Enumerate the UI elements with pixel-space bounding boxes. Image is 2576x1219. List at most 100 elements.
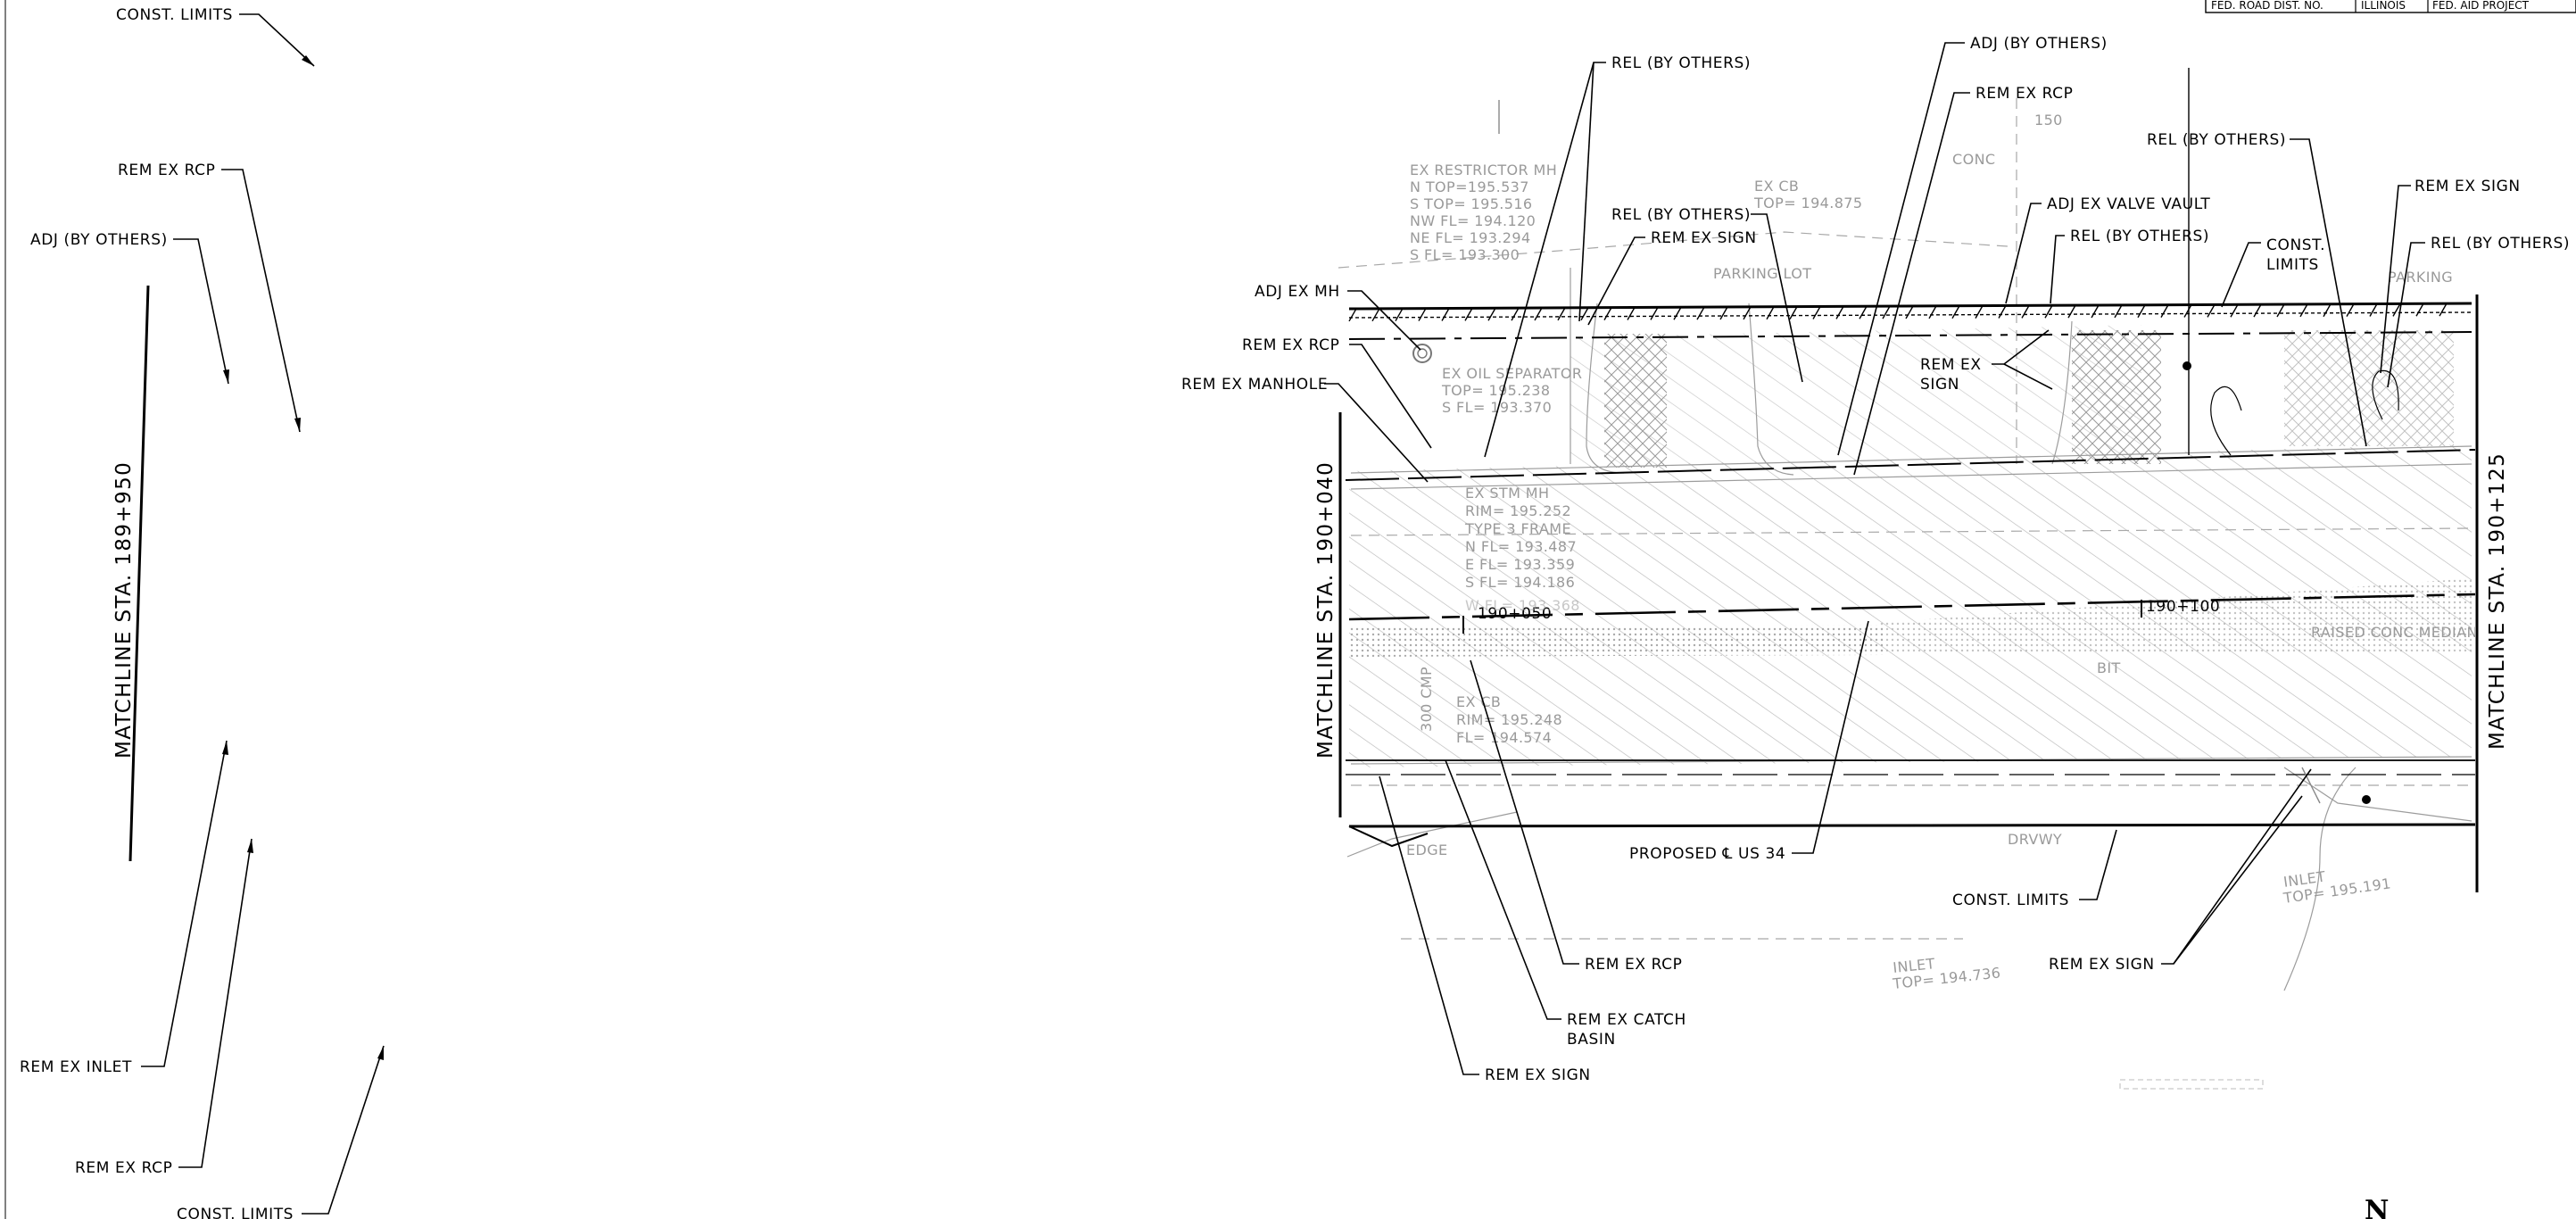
callout-rem-ex-manhole: REM EX MANHOLE [1181, 376, 1328, 394]
const-limits-north [1348, 302, 2472, 311]
curb-return-south [2283, 767, 2357, 991]
const-limit-tick [1603, 307, 1612, 320]
matchline-label-end: MATCHLINE STA. 190+125 [2486, 452, 2509, 750]
callout-const-limits-line2: LIMITS [2266, 256, 2319, 274]
leader-const-limits-bottom [2079, 829, 2117, 900]
const-limit-tick [1859, 305, 1868, 319]
svg-text:EX OIL SEPARATOR: EX OIL SEPARATOR [1442, 365, 1582, 382]
driveway-return-1 [1586, 303, 1625, 474]
const-limit-tick [1534, 307, 1543, 321]
note-ex-cb-bottom: EX CB RIM= 195.248 FL= 194.574 [1456, 693, 1562, 746]
svg-text:NW FL= 194.120: NW FL= 194.120 [1410, 212, 1536, 229]
note-parking-lot: PARKING LOT [1713, 265, 1811, 282]
existing-edge-north [1350, 445, 2472, 474]
station-190-100: 190+100 [2146, 598, 2220, 616]
svg-text:E FL= 193.359: E FL= 193.359 [1465, 556, 1575, 573]
const-limit-tick [1882, 305, 1891, 319]
plan-view: MATCHLINE STA. 190+040 MATCHLINE STA. 19… [1181, 35, 2570, 1219]
const-limits-south [1348, 823, 2476, 828]
leader-rem-ex-rcp-left-bottom [178, 838, 253, 1168]
arrowhead [294, 418, 301, 432]
const-limit-tick [2346, 303, 2355, 317]
note-ex-cb-top: EX CB TOP= 194.875 [1753, 178, 1862, 211]
median-band-right [1878, 578, 2472, 653]
existing-gas-line [1350, 527, 2472, 536]
arrowhead [302, 55, 314, 66]
leader-rem-ex-inlet [141, 740, 228, 1067]
callout-rem-ex-sign-stack-1: REM EX [1920, 356, 1982, 374]
const-limit-tick [2323, 303, 2332, 318]
centerline-us34 [1348, 593, 2476, 621]
note-inlet-right: INLET TOP= 195.191 [2282, 868, 2392, 908]
left-sheet-callouts: MATCHLINE STA. 189+950 CONST. LIMITS REM… [20, 6, 385, 1219]
title-block: FED. ROAD DIST. NO. ILLINOIS FED. AID PR… [2205, 0, 2576, 13]
driveway-return-3 [2051, 320, 2073, 465]
const-limit-tick [1580, 307, 1589, 321]
const-limit-tick [1441, 308, 1450, 321]
const-limit-tick [1464, 307, 1473, 321]
arrowhead [223, 369, 229, 384]
const-limit-tick [1835, 306, 1844, 319]
existing-marker-row [2119, 1079, 2264, 1090]
row-line-north [1348, 331, 2472, 340]
existing-manhole-inner [1417, 348, 1428, 359]
callout-rem-ex-rcp-bottom: REM EX RCP [1585, 956, 1683, 974]
const-limit-tick [2021, 305, 2030, 319]
arrowhead [222, 741, 228, 755]
title-block-state: ILLINOIS [2361, 0, 2406, 12]
leader-rel-1b [1578, 62, 1594, 322]
station-190-050: 190+050 [1478, 605, 1552, 623]
callout-rel-by-others-2: REL (BY OTHERS) [2147, 131, 2286, 149]
const-limit-tick [1951, 305, 1960, 319]
const-limits-south-sw [1348, 825, 1429, 848]
const-limit-tick [1905, 305, 1914, 319]
callout-const-limits-top-left: CONST. LIMITS [116, 6, 233, 24]
const-limit-tick [1511, 307, 1520, 321]
const-limit-tick [1395, 308, 1404, 322]
leader-adj-ex-mh [1347, 290, 1421, 351]
const-limit-tick [1743, 306, 1752, 320]
callout-const-limits-bottom: CONST. LIMITS [1952, 891, 2069, 909]
const-limit-tick [1766, 306, 1775, 320]
leader-rel-3 [2050, 235, 2065, 304]
curb-south-right [2283, 767, 2472, 822]
const-limit-tick [2415, 303, 2424, 317]
const-limit-tick [2299, 303, 2308, 318]
callout-rem-ex-sign-mid: REM EX SIGN [1651, 229, 1757, 247]
const-limits-north-dash [1348, 311, 2472, 319]
leader-rel-4 [2387, 242, 2425, 388]
svg-text:RIM= 195.248: RIM= 195.248 [1456, 711, 1562, 728]
existing-manhole-symbol [1412, 344, 1432, 363]
callout-rem-ex-sign-stack-2: SIGN [1920, 376, 1959, 394]
svg-text:TOP= 195.238: TOP= 195.238 [1441, 382, 1550, 399]
leader-rem-ex-sign-right [2380, 185, 2411, 374]
leader-rem-ex-rcp-top [1853, 92, 1970, 476]
const-limit-tick [2439, 303, 2448, 317]
const-limit-tick [2160, 304, 2169, 318]
callout-rem-ex-rcp-left: REM EX RCP [1242, 336, 1340, 354]
leader-rem-ex-sign-br-b [2173, 795, 2303, 965]
callout-rem-ex-rcp-left-bottom: REM EX RCP [75, 1159, 173, 1177]
median-band-left [1349, 625, 1883, 657]
leader-proposed-cl [1792, 620, 1869, 854]
note-oil-separator: EX OIL SEPARATOR TOP= 195.238 S FL= 193.… [1441, 365, 1582, 416]
const-limit-tick [2067, 304, 2076, 319]
const-limit-tick [1928, 305, 1937, 319]
const-limit-tick [2253, 303, 2262, 318]
matchline-label-left: MATCHLINE STA. 189+950 [112, 461, 136, 759]
callout-rem-ex-sign-bottom: REM EX SIGN [1485, 1066, 1591, 1084]
svg-text:S FL= 193.300: S FL= 193.300 [1410, 246, 1520, 263]
callout-rem-ex-rcp-top: REM EX RCP [1975, 85, 2074, 103]
const-limit-tick [1696, 306, 1705, 320]
const-limit-tick [2137, 304, 2146, 319]
callout-rem-ex-rcp-left-top: REM EX RCP [118, 162, 216, 179]
leader-rem-ex-rcp-left-top [221, 169, 301, 433]
sign-symbol-right [2372, 369, 2399, 420]
crosshatch-island-1 [1604, 334, 1667, 468]
svg-text:S FL= 193.370: S FL= 193.370 [1442, 399, 1552, 416]
crosshatch-island-3 [2284, 330, 2454, 446]
sign-post-symbol-south [2362, 795, 2371, 804]
callout-adj-ex-mh: ADJ EX MH [1255, 283, 1340, 301]
callout-rem-ex-sign-bottom-right: REM EX SIGN [2049, 956, 2155, 974]
